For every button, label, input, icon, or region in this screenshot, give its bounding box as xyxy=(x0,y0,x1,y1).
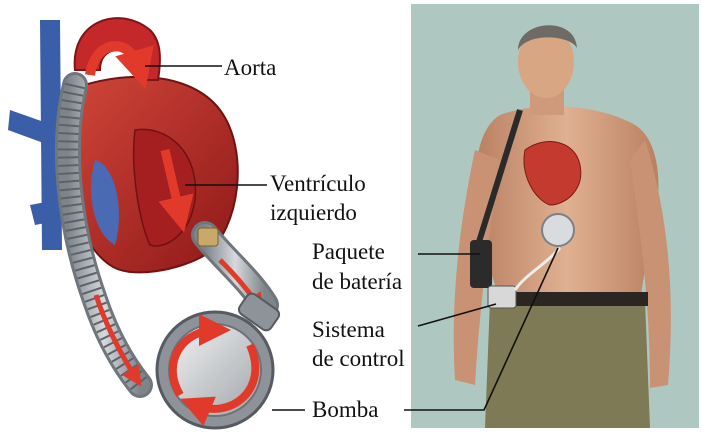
label-ventricle-line2: izquierdo xyxy=(270,201,357,225)
patient-photo xyxy=(411,4,699,428)
battery-pack xyxy=(470,240,492,288)
label-ventricle-line1: Ventrículo xyxy=(270,172,366,196)
label-battery-line1: Paquete xyxy=(312,240,385,264)
pump xyxy=(157,291,281,428)
label-control-line1: Sistema xyxy=(312,318,385,342)
trousers xyxy=(485,300,650,428)
implant-pump xyxy=(542,214,574,246)
label-pump: Bomba xyxy=(312,398,378,422)
label-control-line2: de control xyxy=(312,347,405,371)
label-aorta: Aorta xyxy=(224,56,276,80)
label-battery-line2: de batería xyxy=(312,270,402,294)
torso xyxy=(475,106,658,300)
